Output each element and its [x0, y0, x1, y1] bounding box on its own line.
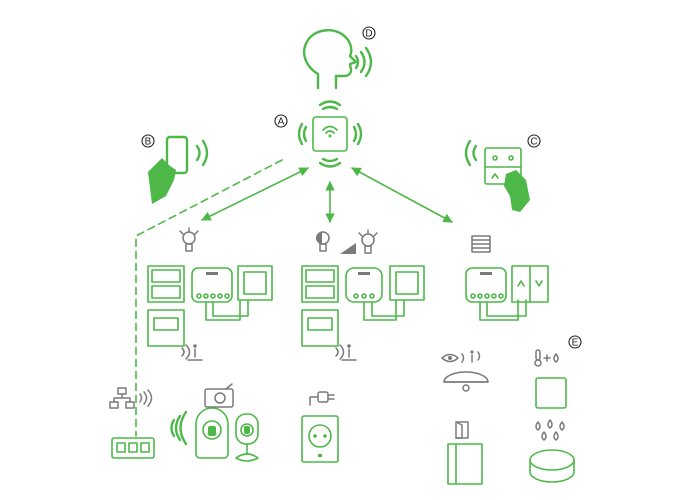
camera-icon	[204, 383, 234, 408]
actuator-wiring	[205, 299, 249, 321]
label-d-text: D	[365, 29, 372, 40]
smartphone-in-hand-icon	[148, 135, 209, 204]
dimmable-light-icon	[316, 229, 378, 254]
water-drops-icon	[535, 419, 565, 441]
light-bulb-icon	[179, 227, 199, 252]
temperature-humidity-icon	[534, 349, 559, 367]
label-b: B	[141, 134, 155, 148]
network-gateway-device	[111, 437, 155, 459]
label-c-text: C	[530, 137, 537, 148]
dimmer-wiring	[363, 299, 405, 321]
dimmer-switch	[301, 265, 339, 303]
label-d: D	[362, 26, 376, 40]
double-rocker-switch	[147, 265, 185, 303]
network-topology-icon	[109, 387, 153, 409]
camera-wifi-signal	[170, 410, 188, 446]
blank-wall-plate-center	[389, 265, 425, 301]
dimmer-actuator-module	[345, 267, 383, 303]
connection-hub-to-gateway-dashed	[135, 159, 283, 437]
water-leak-sensor	[529, 449, 575, 483]
label-c: C	[527, 134, 541, 148]
voice-assistant-head-icon	[303, 29, 373, 90]
connection-hub-to-lighting	[201, 167, 309, 221]
label-b-text: B	[145, 137, 152, 148]
motion-sensor-panel	[147, 309, 185, 347]
label-a: A	[274, 114, 288, 128]
blind-switch	[511, 265, 549, 303]
window-blind-icon	[471, 235, 491, 253]
blind-actuator-module	[465, 267, 507, 303]
plug-icon	[309, 391, 335, 406]
wall-switch-in-hand-icon	[464, 139, 530, 212]
motion-sensor-panel-center	[301, 309, 339, 347]
label-a-text: A	[278, 117, 285, 128]
blank-wall-plate	[237, 265, 273, 301]
switch-actuator-module	[191, 267, 233, 303]
connection-hub-to-blinds	[351, 167, 453, 223]
temperature-sensor	[535, 377, 567, 409]
door-window-contact-sensor	[447, 443, 483, 485]
outdoor-security-camera	[235, 413, 259, 462]
presence-icon-left	[181, 344, 203, 361]
indoor-security-camera	[195, 407, 229, 459]
blind-wiring	[479, 299, 527, 321]
label-e: E	[568, 335, 582, 349]
smart-socket	[301, 415, 339, 463]
presence-icon-center	[335, 344, 357, 361]
door-icon	[455, 421, 469, 439]
motion-detector-eye-icon	[441, 350, 481, 363]
hub-wifi-icon	[297, 100, 363, 168]
ceiling-motion-sensor	[443, 371, 489, 392]
label-e-text: E	[572, 338, 579, 349]
